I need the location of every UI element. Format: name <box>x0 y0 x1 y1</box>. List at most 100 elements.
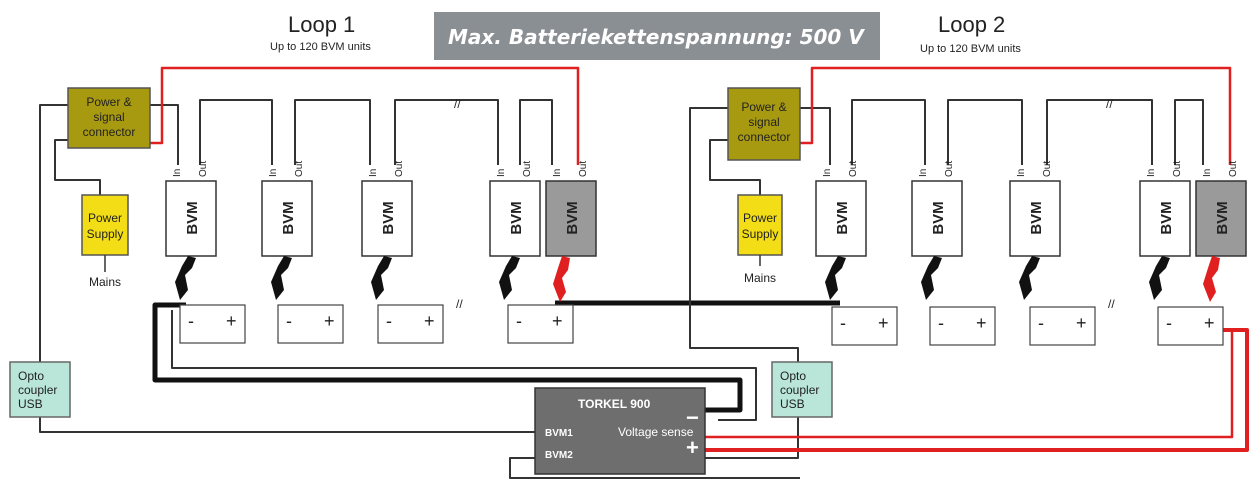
clamp-icon <box>1019 256 1040 300</box>
loop1-negative-bus <box>152 302 743 413</box>
loop2-battery-4: - + <box>1157 306 1224 346</box>
supply-line2: Supply <box>87 227 124 241</box>
bvm-pin-out: Out <box>848 161 859 177</box>
loop1-power-supply: Power Supply Mains <box>81 194 129 289</box>
loop1-battery-1: - + <box>179 304 246 344</box>
battery-minus: - <box>1166 313 1172 333</box>
connector-line2: signal <box>93 110 124 124</box>
loop2-power-supply: Power Supply Mains <box>737 194 783 285</box>
battery-minus: - <box>516 311 522 331</box>
bvm-pin-out: Out <box>578 161 589 177</box>
mains-label: Mains <box>744 271 776 285</box>
loop2-battery-2: - + <box>929 306 996 346</box>
bvm-label: BVM <box>280 201 297 234</box>
loop1-bvm-2: BVM In Out <box>261 161 313 300</box>
break-mark: // <box>456 297 463 311</box>
opto-line2: coupler <box>18 383 57 397</box>
battery-minus: - <box>386 311 392 331</box>
bvm-pin-out: Out <box>522 161 533 177</box>
connector-line2: signal <box>748 115 779 129</box>
loop2-bvm-1: BVM In Out <box>815 161 867 300</box>
torkel-minus-terminal: − <box>686 405 699 430</box>
voltage-banner: Max. Batteriekettenspannung: 500 V <box>434 12 880 60</box>
loop1-bvm-last: BVM In Out <box>545 161 597 302</box>
bvm-pin-in: In <box>552 169 563 177</box>
plus-red-wire <box>705 328 1249 452</box>
bvm-pin-in: In <box>496 169 507 177</box>
battery-minus: - <box>1038 313 1044 333</box>
loop2-connector: Power & signal connector <box>727 87 801 161</box>
battery-plus: + <box>976 313 987 333</box>
loop1-red-wire <box>146 66 580 165</box>
battery-plus: + <box>878 313 889 333</box>
clamp-icon <box>175 256 196 300</box>
battery-minus: - <box>938 313 944 333</box>
torkel-900-unit: TORKEL 900 BVM1 BVM2 Voltage sense − + <box>534 387 706 475</box>
loop2-bvm-2: BVM In Out <box>911 161 963 300</box>
connector-line3: connector <box>83 125 136 139</box>
battery-minus: - <box>286 311 292 331</box>
loop2-subtitle: Up to 120 BVM units <box>920 43 1021 55</box>
bvm-pin-out: Out <box>294 161 305 177</box>
connector-line3: connector <box>738 130 791 144</box>
battery-plus: + <box>552 311 563 331</box>
torkel-voltage-sense: Voltage sense <box>618 425 694 439</box>
opto-line3: USB <box>18 397 43 411</box>
loop2-battery-1: - + <box>831 306 898 346</box>
torkel-bvm1-port: BVM1 <box>545 428 573 439</box>
bvm-label: BVM <box>1028 201 1045 234</box>
bvm-label: BVM <box>564 201 581 234</box>
loop2-battery-3: - + <box>1029 306 1096 346</box>
loop1-wires <box>39 99 757 433</box>
bvm-pin-in: In <box>1016 169 1027 177</box>
mains-label: Mains <box>89 275 121 289</box>
bvm-pin-in: In <box>368 169 379 177</box>
battery-plus: + <box>226 311 237 331</box>
loop2-bvm-4: BVM In Out <box>1139 161 1191 300</box>
clamp-icon <box>921 256 942 300</box>
loop2-title: Loop 2 <box>938 12 1005 37</box>
clamp-icon <box>271 256 292 300</box>
loop1-battery-4: - + <box>507 304 574 344</box>
connector-line1: Power & <box>86 95 131 109</box>
battery-minus: - <box>840 313 846 333</box>
opto-line3: USB <box>780 397 805 411</box>
loop1-battery-3: - + <box>377 304 444 344</box>
loop1-connector: Power & signal connector <box>67 87 151 149</box>
banner-text: Max. Batteriekettenspannung: 500 V <box>448 25 865 49</box>
bvm-pin-in: In <box>1146 169 1157 177</box>
loop1-bvm-1: BVM In Out <box>165 161 217 300</box>
battery-plus: + <box>1204 313 1215 333</box>
bvm-pin-out: Out <box>1228 161 1239 177</box>
break-mark: // <box>1108 297 1115 311</box>
clamp-icon <box>553 256 570 302</box>
opto-line1: Opto <box>18 369 44 383</box>
bvm-label: BVM <box>834 201 851 234</box>
bvm-pin-in: In <box>822 169 833 177</box>
bvm-pin-out: Out <box>1172 161 1183 177</box>
bvm-pin-in: In <box>1202 169 1213 177</box>
bvm-label: BVM <box>1214 201 1231 234</box>
connector-line1: Power & <box>741 100 786 114</box>
clamp-icon <box>1149 256 1170 300</box>
torkel-bvm2-port: BVM2 <box>545 450 573 461</box>
battery-plus: + <box>1076 313 1087 333</box>
loop2-red-wire <box>800 66 1232 165</box>
bvm-pin-out: Out <box>1042 161 1053 177</box>
bvm-label: BVM <box>930 201 947 234</box>
bvm-label: BVM <box>1158 201 1175 234</box>
bvm-pin-in: In <box>268 169 279 177</box>
torkel-plus-terminal: + <box>686 435 699 460</box>
clamp-icon <box>371 256 392 300</box>
break-mark: // <box>1106 97 1113 111</box>
bvm-pin-out: Out <box>944 161 955 177</box>
supply-line1: Power <box>743 211 777 225</box>
supply-line2: Supply <box>742 227 779 241</box>
bvm-pin-out: Out <box>198 161 209 177</box>
break-mark: // <box>454 97 461 111</box>
bvm-label: BVM <box>380 201 397 234</box>
supply-line1: Power <box>88 211 122 225</box>
battery-plus: + <box>324 311 335 331</box>
voltage-sense-red-wire <box>705 330 1234 439</box>
